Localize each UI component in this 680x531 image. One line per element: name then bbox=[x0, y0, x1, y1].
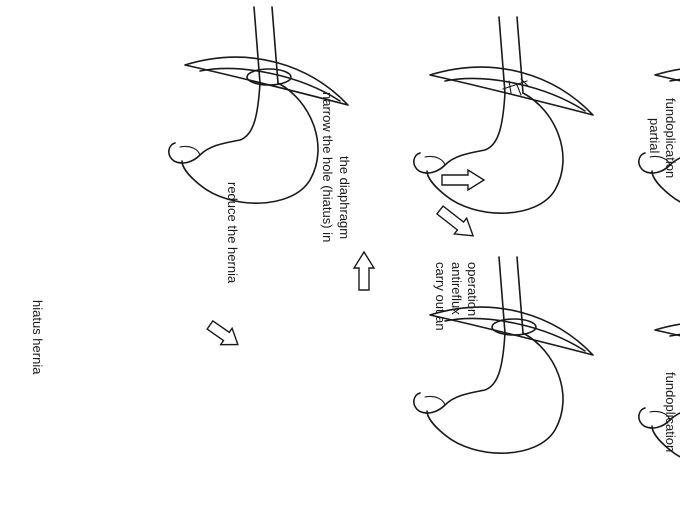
label-reduce-hernia: reduce the hernia bbox=[225, 182, 240, 284]
figure-narrowed-hiatus bbox=[414, 17, 593, 213]
label-narrow-hole-2: the diaphragm bbox=[337, 156, 352, 239]
arrow-to-partial bbox=[442, 170, 484, 190]
label-carry-out-3: operation bbox=[465, 262, 480, 316]
label-partial-1: partial bbox=[647, 118, 662, 154]
label-carry-out-1: carry out an bbox=[433, 262, 448, 331]
label-fundoplication: fundoplication bbox=[663, 372, 678, 452]
label-hiatus-hernia: hiatus hernia bbox=[30, 300, 45, 375]
label-narrow-hole-1: narrow the hole (hiatus) in bbox=[320, 92, 335, 242]
arrow-reduce bbox=[204, 317, 243, 353]
label-partial-2: fundoplication bbox=[663, 98, 678, 178]
label-carry-out-2: antireflux bbox=[449, 262, 464, 315]
arrow-narrow bbox=[354, 252, 374, 290]
